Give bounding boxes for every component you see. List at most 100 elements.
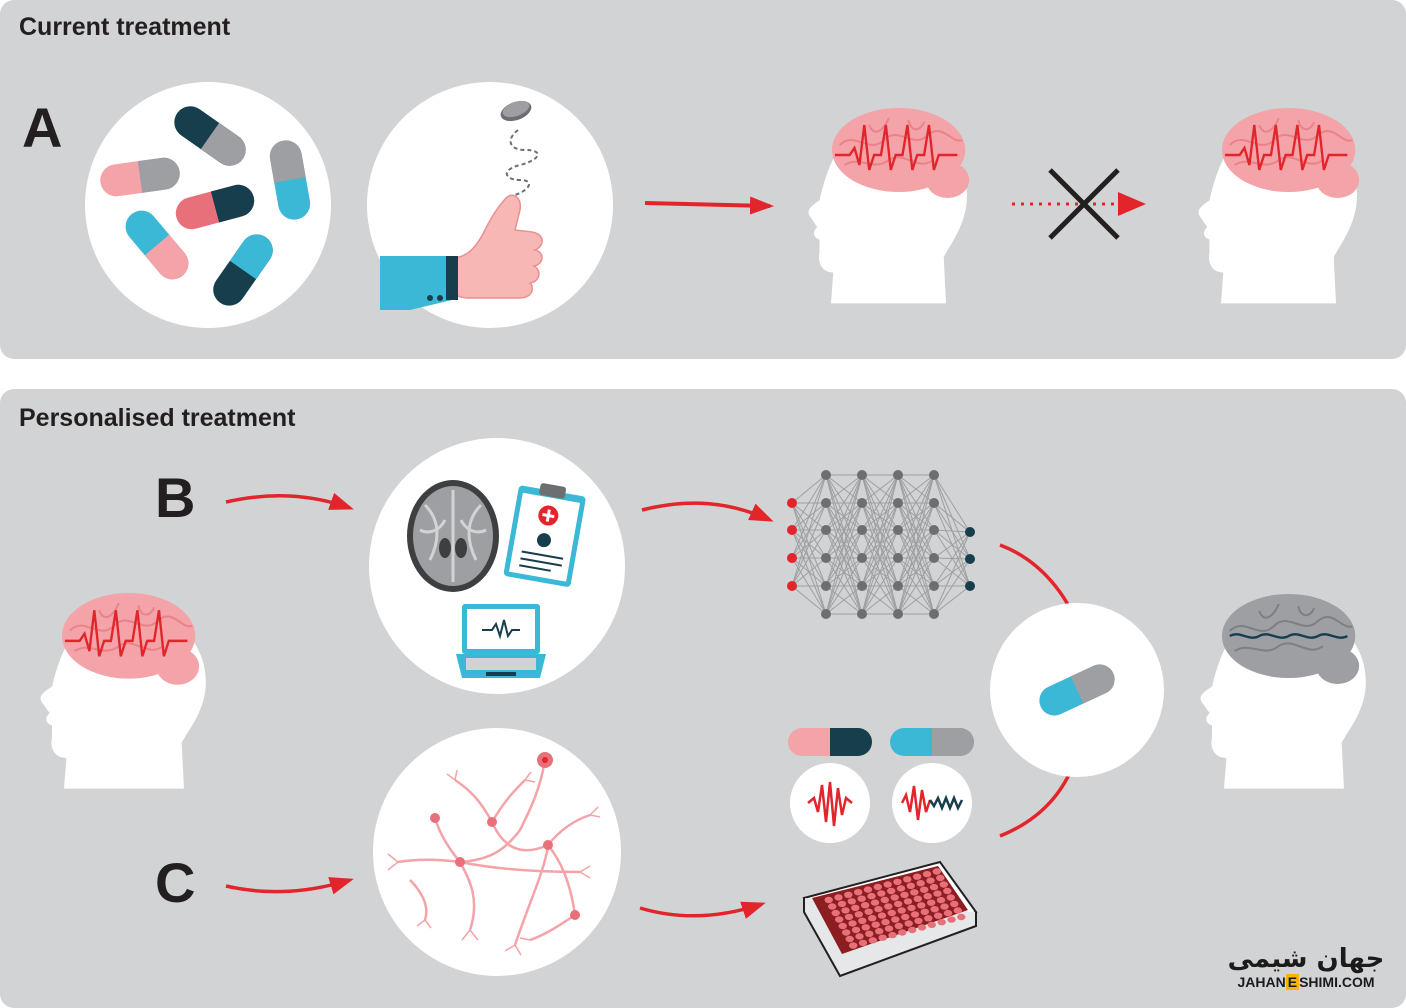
label-a: A bbox=[22, 96, 63, 159]
blocked-arrow-icon bbox=[1012, 168, 1146, 240]
plate-well bbox=[861, 924, 870, 931]
neural-network-icon bbox=[787, 470, 975, 619]
plate-well bbox=[937, 919, 946, 926]
plate-well bbox=[842, 929, 851, 936]
network-edge bbox=[897, 474, 935, 615]
plate-well bbox=[855, 933, 864, 940]
plate-well bbox=[940, 903, 949, 910]
plate-well bbox=[868, 915, 877, 922]
network-node bbox=[929, 609, 939, 619]
network-edge bbox=[825, 474, 863, 615]
plate-well bbox=[932, 868, 941, 875]
plate-well bbox=[900, 891, 909, 899]
arrow-to-plate bbox=[639, 901, 766, 919]
plate-well bbox=[946, 894, 955, 901]
network-edge bbox=[825, 474, 863, 504]
plate-well bbox=[910, 889, 919, 896]
network-node bbox=[857, 498, 867, 508]
plate-well bbox=[851, 926, 861, 934]
network-node bbox=[821, 498, 831, 508]
network-edge bbox=[791, 474, 827, 504]
drug-response-pills-icon bbox=[788, 728, 974, 843]
network-node bbox=[821, 581, 831, 591]
plate-well bbox=[858, 939, 868, 947]
network-edge bbox=[933, 585, 971, 615]
plate-well bbox=[953, 907, 962, 914]
network-node bbox=[965, 554, 975, 564]
plate-well bbox=[857, 895, 866, 902]
network-edge bbox=[825, 474, 863, 587]
plate-well bbox=[891, 916, 900, 923]
plate-well bbox=[858, 917, 867, 924]
plate-well bbox=[898, 929, 907, 936]
plate-well bbox=[844, 891, 853, 898]
network-edge bbox=[897, 474, 935, 587]
network-edge bbox=[861, 474, 899, 587]
personalised-treatment-panel bbox=[0, 389, 1406, 1008]
network-node bbox=[929, 553, 939, 563]
network-edge bbox=[825, 585, 863, 615]
network-node bbox=[857, 525, 867, 535]
plate-well bbox=[904, 920, 913, 927]
network-node bbox=[929, 525, 939, 535]
plate-well bbox=[828, 903, 837, 910]
network-edge bbox=[861, 502, 899, 615]
brain-seizure-head-icon bbox=[808, 106, 971, 304]
network-edge bbox=[897, 474, 935, 504]
network-edge bbox=[933, 502, 971, 533]
brain-seizure-head-icon bbox=[40, 591, 206, 789]
plate-well bbox=[824, 896, 833, 904]
mri-scan-icon bbox=[407, 480, 499, 592]
network-edge bbox=[791, 529, 827, 587]
network-edge bbox=[825, 474, 863, 559]
network-node bbox=[893, 498, 903, 508]
plate-well bbox=[914, 917, 923, 925]
plate-well bbox=[923, 893, 932, 900]
plate-well bbox=[877, 890, 886, 897]
plate-well bbox=[913, 895, 922, 902]
plate-well bbox=[917, 902, 926, 909]
arrow-c-to-neurons bbox=[225, 877, 354, 895]
plate-well bbox=[854, 911, 863, 918]
plate-well bbox=[880, 896, 889, 904]
plate-well bbox=[926, 877, 935, 884]
network-edge bbox=[791, 557, 827, 587]
network-edge bbox=[897, 529, 935, 615]
plate-well bbox=[913, 873, 922, 880]
plate-well bbox=[896, 885, 906, 892]
plate-well bbox=[927, 899, 936, 906]
thumb-coin-flip-icon bbox=[367, 82, 613, 328]
watermark-arabic: جهان شیمی bbox=[1227, 944, 1385, 974]
plate-well bbox=[854, 889, 863, 896]
plate-well bbox=[844, 913, 854, 921]
network-node bbox=[893, 470, 903, 480]
plate-well bbox=[894, 900, 903, 908]
plate-well bbox=[916, 880, 925, 887]
network-node bbox=[929, 581, 939, 591]
network-node bbox=[787, 498, 797, 508]
plate-well bbox=[908, 926, 917, 934]
plate-well bbox=[920, 886, 929, 893]
plate-well bbox=[927, 921, 936, 928]
neuron-culture-icon bbox=[371, 726, 623, 978]
network-node bbox=[929, 498, 939, 508]
plate-well bbox=[864, 908, 873, 915]
plate-well bbox=[841, 907, 850, 914]
arrow-b-to-data bbox=[225, 492, 354, 510]
network-edge bbox=[933, 558, 971, 615]
plate-well bbox=[883, 881, 892, 888]
plate-well bbox=[865, 930, 874, 937]
personalised-treatment-title: Personalised treatment bbox=[19, 404, 296, 432]
calm-brain-head-icon bbox=[1200, 594, 1366, 789]
network-edge bbox=[791, 474, 827, 531]
plate-well bbox=[875, 928, 884, 935]
network-node bbox=[857, 609, 867, 619]
network-edge bbox=[861, 474, 899, 531]
plate-well bbox=[877, 912, 887, 919]
plate-well bbox=[884, 903, 893, 910]
plate-well bbox=[881, 918, 890, 926]
plate-well bbox=[868, 937, 877, 944]
plate-well bbox=[834, 894, 843, 901]
